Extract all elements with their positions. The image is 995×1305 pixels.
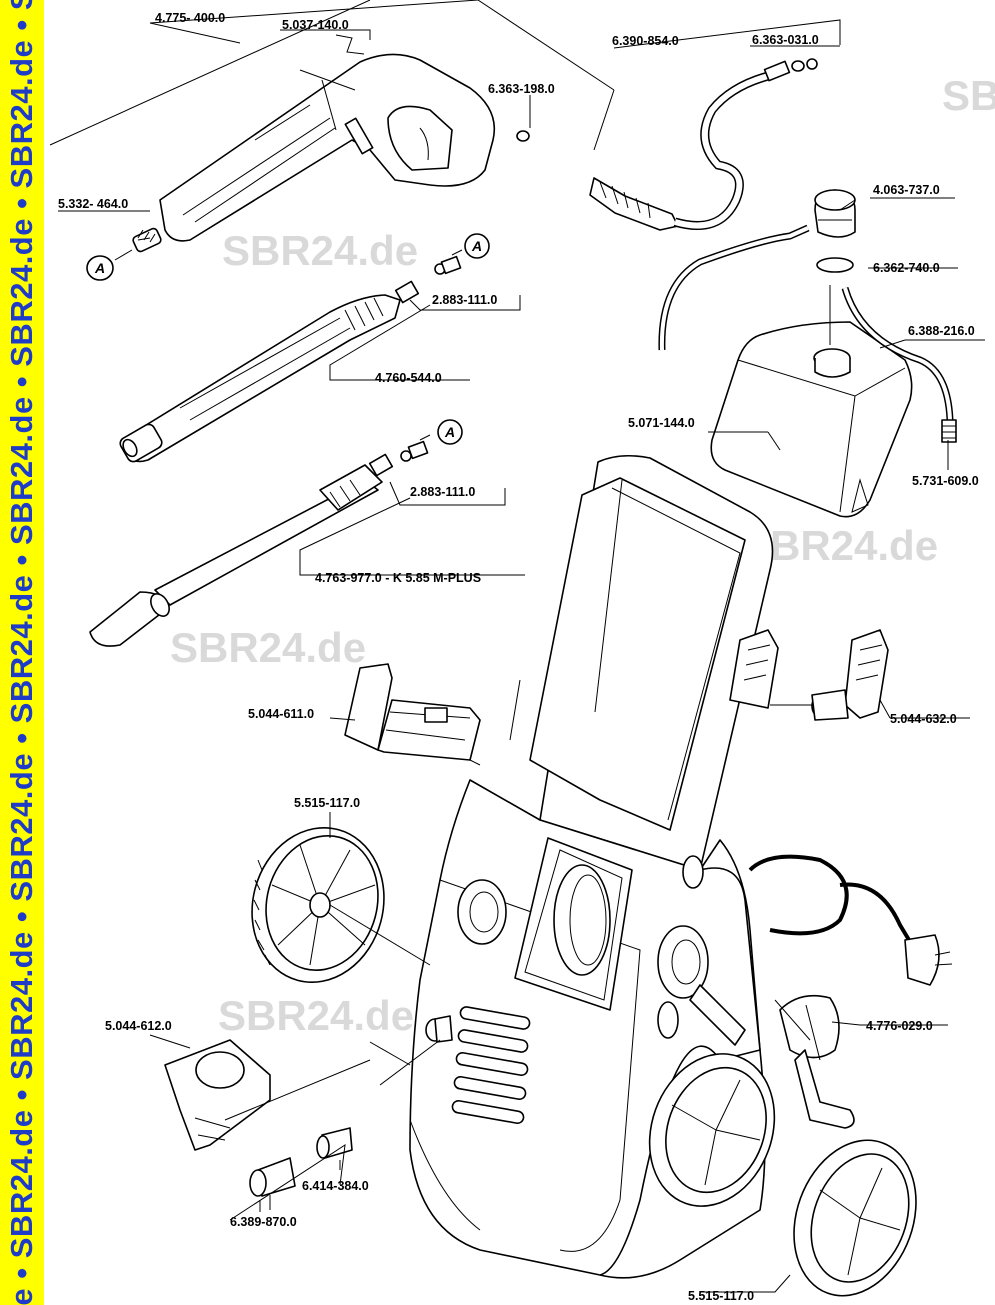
holder-right-illustration	[729, 629, 889, 721]
wheel-left-illustration	[251, 827, 385, 983]
coupling-illustration	[249, 1015, 453, 1197]
watermark-5: SB	[942, 72, 995, 119]
detergent-tank-illustration	[710, 321, 913, 518]
trigger-gun-illustration	[159, 34, 496, 242]
holder-bottom-illustration	[164, 1039, 271, 1151]
label-holder-right: 5.044-632.0	[890, 712, 957, 726]
label-spring: 5.332- 464.0	[58, 197, 128, 211]
label-nozzle-oring-2: 2.883-111.0	[410, 485, 475, 499]
hp-hose-illustration	[516, 58, 818, 231]
label-tank-seal: 6.362-740.0	[873, 261, 940, 275]
label-connector: 6.389-870.0	[230, 1215, 297, 1229]
label-wheel-left: 5.515-117.0	[294, 796, 360, 810]
callout-marker-3: A	[437, 419, 463, 445]
label-tank-cap: 4.063-737.0	[873, 183, 940, 197]
wheel-center-illustration	[648, 1053, 776, 1207]
power-cord-illustration	[748, 854, 953, 986]
label-detergent-tank: 5.071-144.0	[628, 416, 695, 430]
label-filter: 5.731-609.0	[912, 474, 979, 488]
callout-marker-2: A	[464, 233, 490, 259]
watermark-2: SBR24.de	[742, 522, 938, 569]
wheel-right-illustration	[793, 1139, 917, 1297]
dirt-blaster-illustration	[89, 440, 429, 647]
watermark-3: SBR24.de	[170, 624, 366, 671]
holder-left-illustration	[344, 663, 481, 761]
label-dirt-blaster: 4.763-977.0 - K 5.85 M-PLUS	[315, 571, 481, 585]
label-nozzle-oring-1: 2.883-111.0	[432, 293, 497, 307]
watermark-4: SBR24.de	[218, 992, 414, 1039]
crank-assembly-illustration	[657, 925, 855, 1129]
suction-hose-illustration	[841, 286, 957, 443]
label-hp-hose: 6.390-854.0	[612, 34, 679, 48]
label-holder-left: 5.044-611.0	[248, 707, 314, 721]
label-holder-bottom: 5.044-612.0	[105, 1019, 172, 1033]
part-labels: 4.775- 400.0 5.037-140.0 5.332- 464.0 6.…	[58, 11, 979, 1303]
sidebar-strip: de • SBR24.de • SBR24.de • SBR24.de • SB…	[0, 0, 44, 1305]
label-oring-hose: 6.363-198.0	[488, 82, 555, 96]
label-vario-lance: 4.760-544.0	[375, 371, 442, 385]
tank-cap-illustration	[658, 189, 856, 351]
label-suction-hose: 6.388-216.0	[908, 324, 975, 338]
svg-text:A: A	[444, 424, 455, 440]
label-trigger-gun: 4.775- 400.0	[155, 11, 225, 25]
spring-illustration	[132, 227, 162, 253]
label-coupling: 6.414-384.0	[302, 1179, 369, 1193]
label-oring-hose-end: 6.363-031.0	[752, 33, 819, 47]
label-clip: 5.037-140.0	[282, 18, 349, 32]
leader-lines	[49, 0, 985, 1293]
vario-lance-illustration	[119, 255, 462, 463]
callout-marker-1: A	[86, 255, 114, 281]
svg-text:A: A	[471, 238, 482, 254]
label-crank: 4.776-029.0	[866, 1019, 933, 1033]
svg-text:A: A	[94, 260, 105, 276]
watermark-1: SBR24.de	[222, 227, 418, 274]
label-wheel-right: 5.515-117.0	[688, 1289, 754, 1303]
